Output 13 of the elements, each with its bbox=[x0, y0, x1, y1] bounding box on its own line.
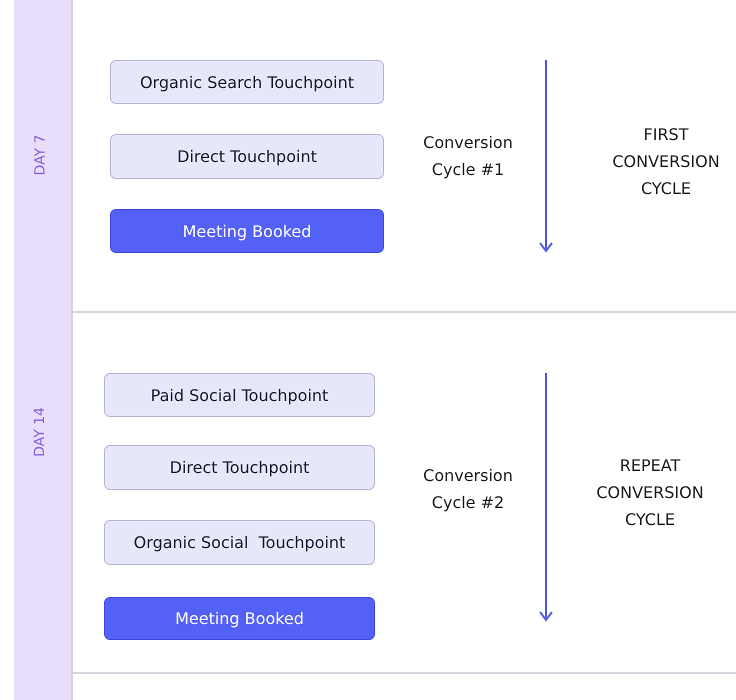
day-label: DAY 7 bbox=[32, 134, 48, 176]
cycle-label: Conversion Cycle #2 bbox=[422, 465, 514, 514]
day-label: DAY 14 bbox=[32, 407, 48, 457]
touchpoint-box: Direct Touchpoint bbox=[110, 134, 384, 179]
touchpoint-box: Organic Search Touchpoint bbox=[110, 60, 384, 104]
meeting-box: Meeting Booked bbox=[104, 597, 375, 640]
touchpoint-box: Direct Touchpoint bbox=[104, 445, 375, 490]
meeting-box: Meeting Booked bbox=[110, 209, 384, 253]
touchpoint-box: Organic Social Touchpoint bbox=[104, 520, 375, 565]
cycle-label: Conversion Cycle #1 bbox=[422, 132, 514, 181]
touchpoint-box: Paid Social Touchpoint bbox=[104, 373, 375, 417]
cycle-title: FIRST CONVERSION CYCLE bbox=[611, 124, 721, 200]
cycle-title: REPEAT CONVERSION CYCLE bbox=[595, 454, 705, 530]
